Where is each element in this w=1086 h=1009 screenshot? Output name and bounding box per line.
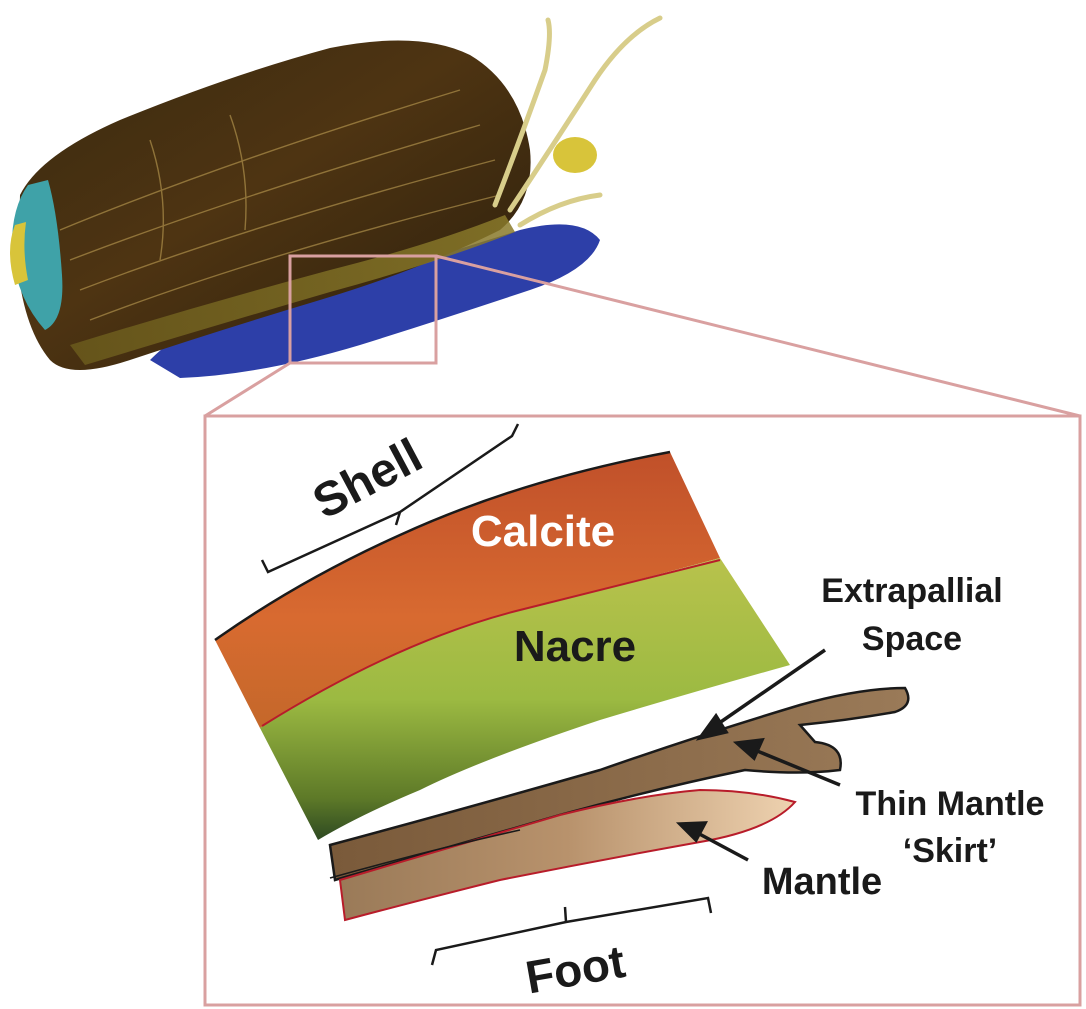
label-nacre: Nacre [514, 622, 636, 671]
label-thin-mantle-1: Thin Mantle [856, 785, 1045, 823]
label-thin-mantle-2: ‘Skirt’ [903, 832, 997, 870]
label-mantle: Mantle [762, 861, 882, 903]
label-extrapallial-1: Extrapallial [821, 572, 1002, 610]
mussel-illustration [10, 18, 660, 378]
zoom-connector-right [436, 256, 1080, 416]
label-extrapallial-2: Space [862, 620, 962, 658]
label-calcite: Calcite [471, 507, 615, 556]
